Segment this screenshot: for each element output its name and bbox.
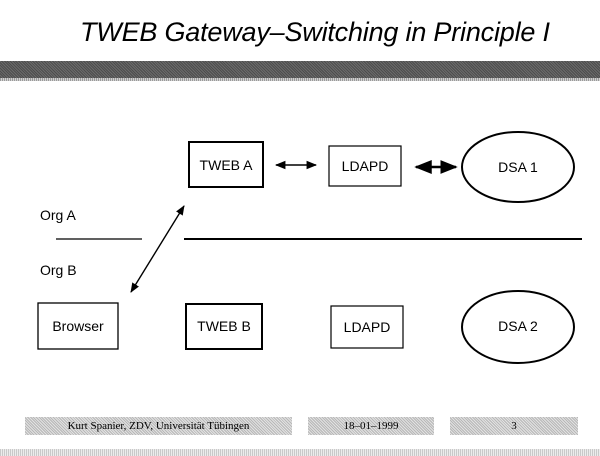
footer-author: Kurt Spanier, ZDV, Universität Tübingen xyxy=(25,417,292,435)
dsa-2-label: DSA 2 xyxy=(498,318,538,334)
title-bar-shadow xyxy=(0,78,600,81)
ldapd-b-box xyxy=(330,305,404,349)
browser-tweb-a-arrow xyxy=(130,205,185,293)
tweb-b-box xyxy=(185,303,263,350)
title-bar xyxy=(0,61,600,80)
browser-box xyxy=(37,302,119,350)
dsa-1-label: DSA 1 xyxy=(498,159,538,175)
bottom-strip xyxy=(0,449,600,456)
tweb-a-label: TWEB A xyxy=(200,157,254,173)
slide-title: TWEB Gateway–Switching in Principle I xyxy=(80,17,550,47)
dsa-1-ellipse xyxy=(461,131,575,203)
dsa-2-ellipse xyxy=(461,290,575,364)
ldapd-a-box xyxy=(328,145,402,187)
org-b-label: Org B xyxy=(40,262,77,278)
org-a-label: Org A xyxy=(40,207,76,223)
footer-date: 18–01–1999 xyxy=(308,417,434,435)
tweb-b-label: TWEB B xyxy=(197,318,251,334)
ldapd-a-label: LDAPD xyxy=(342,158,389,174)
tweb-a-box xyxy=(188,141,264,188)
browser-label: Browser xyxy=(52,318,104,334)
footer-page-number: 3 xyxy=(450,417,578,435)
ldapd-b-label: LDAPD xyxy=(344,319,391,335)
